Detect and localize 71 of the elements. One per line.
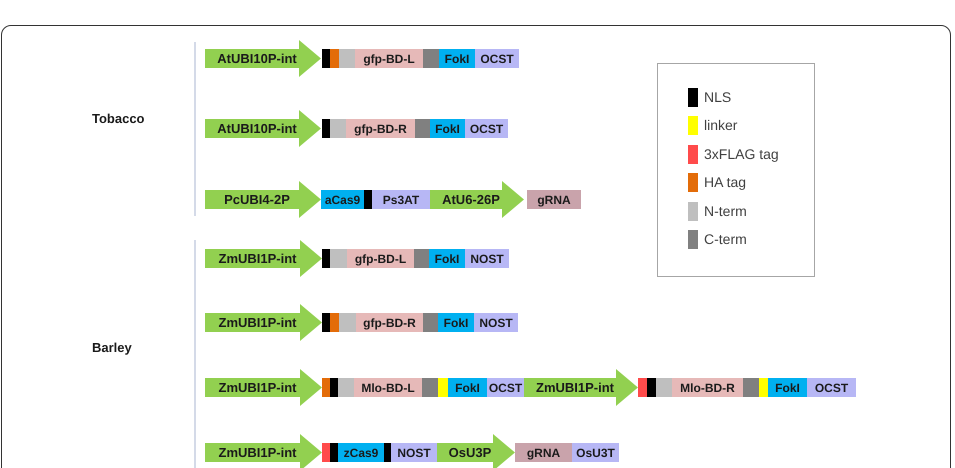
domain-block [422,378,438,397]
promoter-segment: AtU6-26P [430,181,524,218]
domain-block [330,378,338,397]
row-label: Tobacco [92,111,144,126]
domain-block [322,249,330,268]
promoter-segment: ZmUBI1P-int [205,304,322,341]
domain-block [338,378,354,397]
promoter-segment: ZmUBI1P-int [205,240,322,277]
domain-block [330,249,347,268]
sequence-segment: Ps3AT [372,190,430,209]
domain-block [330,119,346,138]
sequence-segment: OCST [465,119,508,138]
domain-block [423,313,438,332]
domain-block [322,378,330,397]
sequence-segment: OCST [487,378,524,397]
legend-label: 3xFLAG tag [704,144,779,164]
domain-block [364,190,372,209]
domain-block [438,378,448,397]
sequence-segment: NOST [474,313,518,332]
sequence-segment: gfp-BD-L [355,49,423,68]
sequence-segment: FokI [429,249,465,268]
sequence-segment: Mlo-BD-R [672,378,743,397]
sequence-segment: gfp-BD-R [356,313,423,332]
sequence-segment: OsU3T [572,443,619,462]
sequence-segment: aCas9 [321,190,364,209]
promoter-segment: ZmUBI1P-int [524,369,638,406]
sequence-segment: FokI [439,49,475,68]
domain-block [759,378,768,397]
sequence-segment: Mlo-BD-L [354,378,422,397]
sequence-segment: zCas9 [338,443,384,462]
legend-label: C-term [704,230,747,249]
promoter-segment: PcUBI4-2P [205,181,321,218]
legend-label: NLS [704,88,732,107]
sequence-segment: gRNA [515,443,572,462]
sequence-segment: OCST [807,378,856,397]
domain-block [414,249,429,268]
row-label: Barley [92,340,132,355]
domain-block [322,313,330,332]
legend-label: N-term [704,202,747,221]
sequence-segment: OCST [475,49,519,68]
promoter-segment: ZmUBI1P-int [205,434,322,468]
sequence-segment: NOST [465,249,509,268]
domain-block [638,378,647,397]
sequence-segment: gRNA [527,190,581,209]
promoter-segment: AtUBI10P-int [205,110,321,147]
domain-block [743,378,759,397]
sequence-segment: FokI [430,119,465,138]
domain-block [330,49,339,68]
sequence-segment: FokI [438,313,474,332]
domain-block [339,313,356,332]
sequence-segment: gfp-BD-L [347,249,414,268]
promoter-segment: OsU3P [437,434,515,468]
legend-label: linker [704,116,738,136]
domain-block [423,49,439,68]
sequence-segment: FokI [448,378,487,397]
domain-block [322,443,330,462]
sequence-segment: NOST [391,443,437,462]
domain-block [330,313,339,332]
sequence-segment: gfp-BD-R [346,119,415,138]
promoter-segment: ZmUBI1P-int [205,369,322,406]
legend-label: HA tag [704,173,746,192]
domain-block [339,49,355,68]
domain-block [322,49,330,68]
sequence-segment: FokI [768,378,807,397]
domain-block [647,378,656,397]
promoter-segment: AtUBI10P-int [205,40,321,77]
domain-block [322,119,330,138]
domain-block [656,378,672,397]
domain-block [384,443,391,462]
domain-block [415,119,430,138]
domain-block [330,443,338,462]
